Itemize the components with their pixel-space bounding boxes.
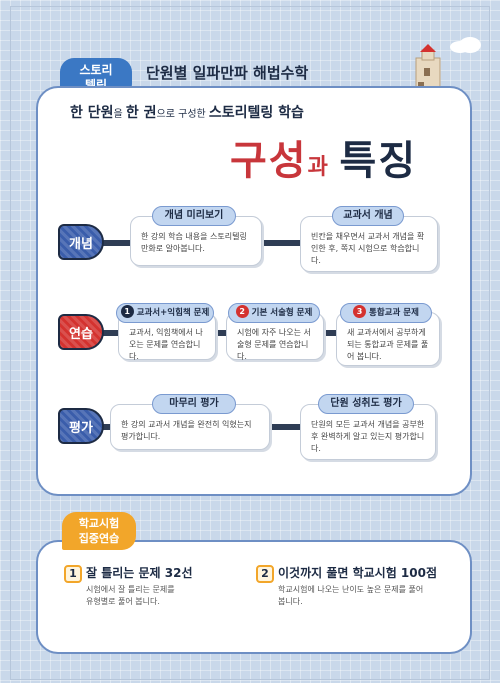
book-title: 단원별 일파만파 해법수학 xyxy=(146,64,309,82)
pill-final-eval: 마무리 평가 xyxy=(152,394,236,414)
number-badge: 1 xyxy=(120,305,134,318)
school-item-1-title: 1 잘 틀리는 문제 32선 xyxy=(64,564,193,583)
card-desc: 한 강의 학습 내용을 스토리텔링 만화로 알아봅니다. xyxy=(141,232,247,253)
school-test-tag: 학교시험 집중연습 xyxy=(62,512,136,550)
main-heading: 구성과 특징 xyxy=(230,128,417,186)
card-desc: 시험에 자주 나오는 서술형 문제를 연습합니다. xyxy=(237,328,311,361)
card-desc: 빈칸을 채우면서 교과서 개념을 확인한 후, 쪽지 시험으로 학습합니다. xyxy=(311,232,425,265)
school-item-1-desc: 시험에서 잘 틀리는 문제를 유형별로 풀어 봅니다. xyxy=(86,584,175,608)
storytelling-tag-line1: 스토리 xyxy=(79,63,113,77)
heading-and: 과 xyxy=(307,155,340,180)
row-label-evaluation: 평가 xyxy=(58,408,104,444)
school-tag-line1: 학교시험 xyxy=(78,517,120,530)
pill-text: 교과서+익힘책 문제 xyxy=(136,308,210,318)
school-tag-line2: 집중연습 xyxy=(78,532,120,545)
number-box: 2 xyxy=(256,565,274,583)
number-box: 1 xyxy=(64,565,82,583)
desc-line: 봅니다. xyxy=(278,597,303,606)
item-title-text: 잘 틀리는 문제 32선 xyxy=(86,566,193,580)
card-desc: 새 교과서에서 공부하게 되는 통합교과 문제를 풀어 봅니다. xyxy=(347,328,429,361)
subtitle-part5: 스토리텔링 학습 xyxy=(208,105,304,121)
pill-text: 통합교과 문제 xyxy=(369,308,419,318)
subtitle-part2: 을 xyxy=(113,109,126,120)
card-desc: 교과서, 익힘책에서 나오는 문제를 연습합니다. xyxy=(129,328,203,361)
subtitle-part4: 으로 구성한 xyxy=(156,109,209,120)
heading-features: 특징 xyxy=(339,138,418,184)
number-badge: 3 xyxy=(353,305,367,318)
pill-concept-preview: 개념 미리보기 xyxy=(152,206,236,226)
subtitle-part1: 한 단원 xyxy=(70,105,114,121)
school-item-2-title: 2 이것까지 풀면 학교시험 100점 xyxy=(256,564,437,583)
card-desc: 단원의 모든 교과서 개념을 공부한 후 완벽하게 알고 있는지 평가합니다. xyxy=(311,420,425,453)
desc-line: 학교시험에 나오는 난이도 높은 문제를 풀어 xyxy=(278,585,424,594)
row-label-practice: 연습 xyxy=(58,314,104,350)
pill-textbook-concept: 교과서 개념 xyxy=(332,206,404,226)
school-item-2-desc: 학교시험에 나오는 난이도 높은 문제를 풀어 봅니다. xyxy=(278,584,423,608)
desc-line: 유형별로 풀어 봅니다. xyxy=(86,597,160,606)
school-test-panel xyxy=(36,540,472,654)
subtitle: 한 단원을 한 권으로 구성한 스토리텔링 학습 xyxy=(70,102,304,122)
heading-composition: 구성 xyxy=(230,138,308,184)
row-label-concept: 개념 xyxy=(58,224,104,260)
subtitle-part3: 한 권 xyxy=(125,105,157,121)
item-title-text: 이것까지 풀면 학교시험 100점 xyxy=(278,566,438,580)
page-frame xyxy=(10,6,490,680)
desc-line: 시험에서 잘 틀리는 문제를 xyxy=(86,585,175,594)
pill-text: 기본 서술형 문제 xyxy=(251,308,313,318)
pill-achievement-eval: 단원 성취도 평가 xyxy=(318,394,414,414)
number-badge: 2 xyxy=(235,305,249,318)
card-desc: 한 강의 교과서 개념을 완전히 익혔는지 평가합니다. xyxy=(121,420,252,441)
cloud-icon xyxy=(450,37,481,53)
